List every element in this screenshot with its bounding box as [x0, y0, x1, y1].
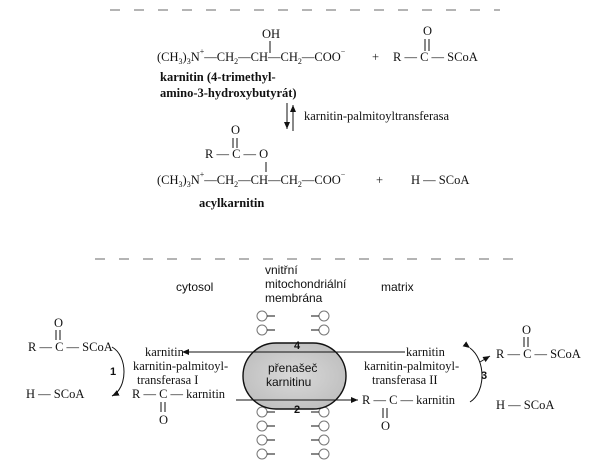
- membrane-label-line2: mitochondriální: [265, 277, 347, 291]
- carnitine-name-line1: karnitin (4-trimethyl-: [160, 70, 276, 84]
- acylcarnitine-formula: (CH3)3N+—CH2—CH—CH2—COO−: [157, 170, 346, 189]
- plus-sign-2: +: [376, 173, 383, 187]
- cytosol-label: cytosol: [176, 280, 213, 294]
- right-acyl-coa-label: R — C — SCoA: [496, 347, 581, 361]
- right-hscoa: H — SCoA: [496, 398, 554, 412]
- carrier-label-line1: přenašeč: [268, 361, 317, 375]
- carnitine-formula: (CH3)3N+—CH2—CH—CH2—COO−: [157, 47, 346, 66]
- left-hscoa: H — SCoA: [26, 387, 84, 401]
- acylcarnitine-structure: O R — C — O (CH3)3N+—CH2—CH—CH2—COO−: [157, 123, 346, 189]
- step-4-label: 4: [294, 340, 301, 352]
- membrane-label-line3: membrána: [265, 291, 323, 305]
- svg-text:O: O: [522, 323, 531, 337]
- left-carnitine: karnitin: [145, 345, 185, 359]
- left-enzyme-line1: karnitin-palmitoyl-: [133, 359, 228, 373]
- left-acylcarnitine-o: O: [159, 413, 168, 427]
- acyl-top-o: O: [231, 123, 240, 137]
- carrier-label-line2: karnitinu: [266, 375, 311, 389]
- carnitine-name-line2: amino-3-hydroxybutyrát): [160, 86, 297, 100]
- left-acylcarnitine: R — C — karnitin: [132, 387, 226, 401]
- right-cycle-arrow: [462, 341, 483, 403]
- acyl-coa-structure: O R — C — SCoA: [393, 24, 478, 64]
- left-cycle-arrow: [111, 346, 125, 397]
- left-acyl-coa: O R — C — SCoA: [28, 316, 113, 354]
- acyl-group-line: R — C — O: [205, 147, 268, 161]
- matrix-label: matrix: [381, 280, 414, 294]
- right-acylcarnitine: R — C — karnitin: [362, 393, 456, 407]
- carnitine-structure: OH (CH3)3N+—CH2—CH—CH2—COO−: [157, 27, 346, 66]
- plus-sign: +: [372, 50, 379, 64]
- right-carnitine: karnitin: [406, 345, 446, 359]
- right-enzyme-line2: transferasa II: [372, 373, 438, 387]
- right-acyl-coa: O R — C — SCoA: [496, 323, 581, 361]
- acyl-coa-label: R — C — SCoA: [393, 50, 478, 64]
- step-1-label: 1: [110, 366, 116, 378]
- acylcarnitine-name: acylkarnitin: [199, 196, 264, 210]
- right-acylcarnitine-o: O: [381, 419, 390, 433]
- left-acyl-coa-label: R — C — SCoA: [28, 340, 113, 354]
- left-enzyme-line2: transferasa I: [137, 373, 198, 387]
- enzyme-label: karnitin-palmitoyltransferasa: [304, 109, 450, 123]
- hydroxyl-label: OH: [262, 27, 280, 41]
- svg-text:O: O: [54, 316, 63, 330]
- hscoa-label: H — SCoA: [411, 173, 469, 187]
- step-3-label: 3: [481, 370, 487, 382]
- equilibrium-arrows: [284, 103, 296, 131]
- carnitine-carrier: [242, 342, 347, 410]
- step-2-label: 2: [294, 404, 300, 416]
- right-enzyme-line1: karnitin-palmitoyl-: [364, 359, 459, 373]
- membrane-label-line1: vnitřní: [265, 263, 298, 277]
- membrane-lipids: [256, 310, 330, 460]
- carbonyl-o: O: [423, 24, 432, 38]
